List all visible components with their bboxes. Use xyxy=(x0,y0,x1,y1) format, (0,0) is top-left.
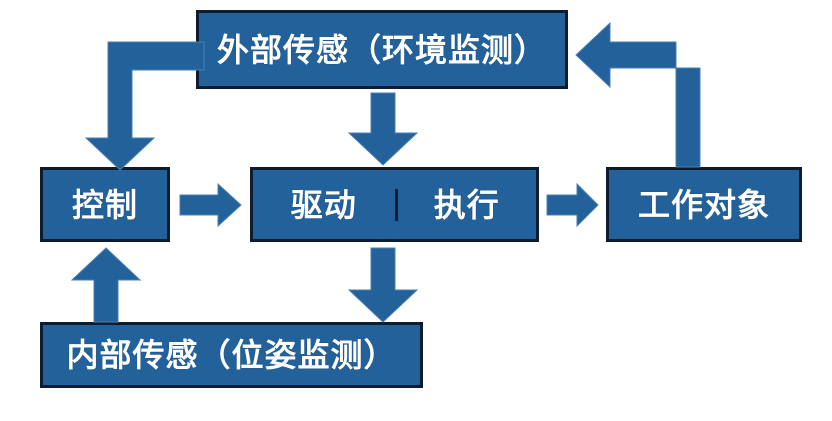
node-drive-label: 驱动 xyxy=(290,185,357,224)
node-internal-sensing-label: 内部传感（位姿监测） xyxy=(66,336,397,374)
node-execute[interactable]: 执行 xyxy=(394,185,537,224)
node-drive-execute-group: 驱动 执行 xyxy=(250,167,539,242)
arrow-external-sensing-to-control xyxy=(82,41,205,171)
node-control[interactable]: 控制 xyxy=(40,167,170,242)
node-external-sensing[interactable]: 外部传感（环境监测） xyxy=(196,10,568,89)
arrow-work-object-to-external-sensing xyxy=(575,18,702,168)
node-drive[interactable]: 驱动 xyxy=(253,189,395,221)
arrow-external-sensing-to-drive xyxy=(347,92,419,166)
arrow-control-to-drive xyxy=(179,182,242,228)
node-control-label: 控制 xyxy=(71,185,138,224)
arrow-execute-to-work-object xyxy=(546,182,599,228)
node-work-object[interactable]: 工作对象 xyxy=(606,167,802,242)
node-execute-label: 执行 xyxy=(433,185,500,224)
node-internal-sensing[interactable]: 内部传感（位姿监测） xyxy=(40,322,423,388)
node-work-object-label: 工作对象 xyxy=(637,185,770,224)
arrow-internal-sensing-to-control xyxy=(70,247,142,323)
arrow-execute-to-internal-sensing xyxy=(347,247,419,323)
node-external-sensing-label: 外部传感（环境监测） xyxy=(216,30,547,69)
